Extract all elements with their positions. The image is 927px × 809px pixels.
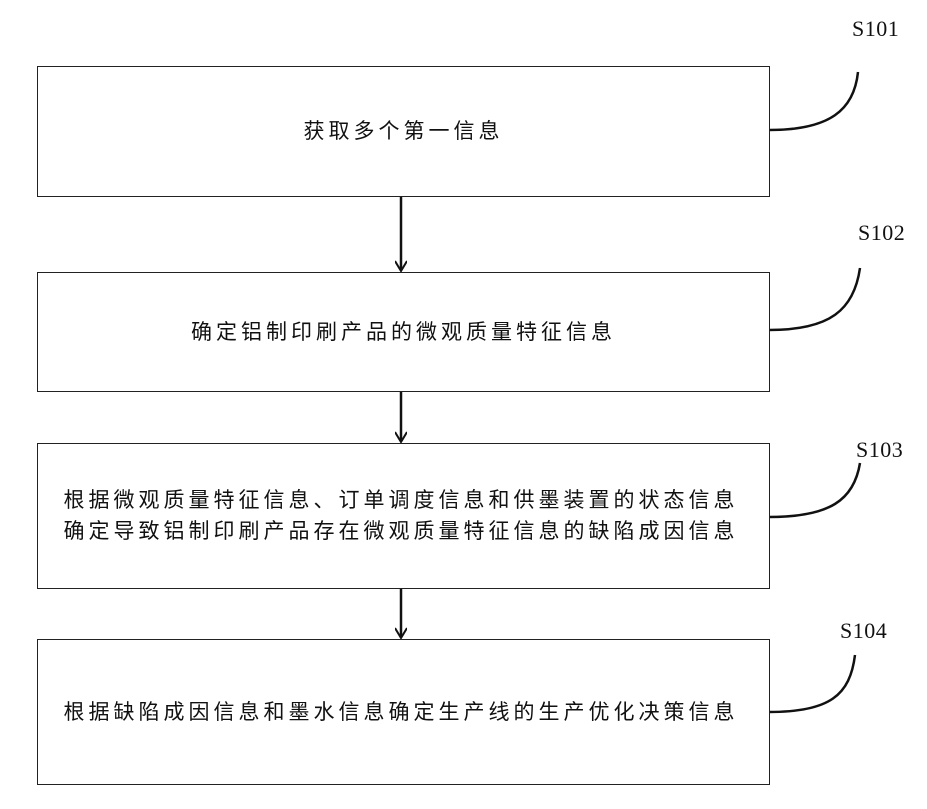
step-label-s103: S103	[856, 437, 903, 463]
step-text-s102: 确定铝制印刷产品的微观质量特征信息	[191, 317, 616, 348]
step-text-s104: 根据缺陷成因信息和墨水信息确定生产线的生产优化决策信息	[64, 697, 744, 728]
leader-line-s101	[769, 72, 858, 130]
leader-line-s102	[769, 268, 860, 330]
step-text-s103: 根据微观质量特征信息、订单调度信息和供墨装置的状态信息确定导致铝制印刷产品存在微…	[64, 485, 744, 547]
step-label-s104: S104	[840, 618, 887, 644]
step-text-s101: 获取多个第一信息	[304, 116, 504, 147]
step-label-s102: S102	[858, 220, 905, 246]
step-box-s101: 获取多个第一信息	[37, 66, 770, 197]
step-label-s101: S101	[852, 16, 899, 42]
step-box-s102: 确定铝制印刷产品的微观质量特征信息	[37, 272, 770, 392]
leader-line-s103	[769, 463, 860, 517]
step-box-s104: 根据缺陷成因信息和墨水信息确定生产线的生产优化决策信息	[37, 639, 770, 785]
step-box-s103: 根据微观质量特征信息、订单调度信息和供墨装置的状态信息确定导致铝制印刷产品存在微…	[37, 443, 770, 589]
leader-line-s104	[769, 655, 855, 712]
